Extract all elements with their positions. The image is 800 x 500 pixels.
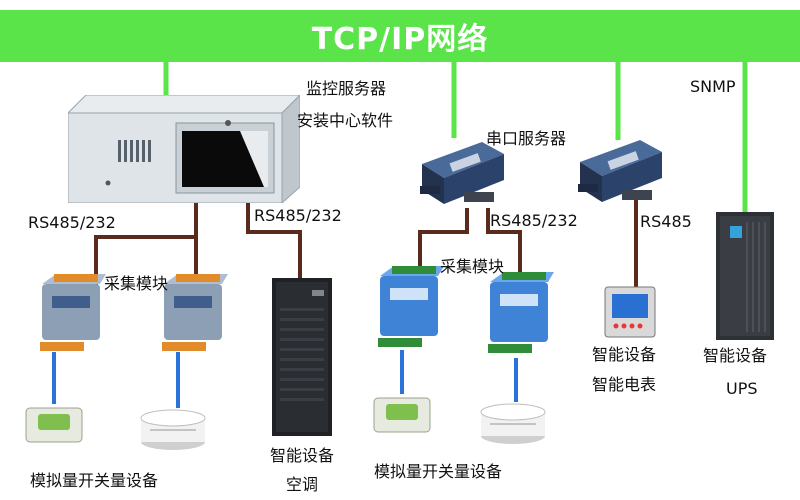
rs485-232-ac-label: RS485/232 — [254, 206, 342, 225]
tcpip-network-banner: TCP/IP网络 — [0, 10, 800, 62]
rs485-232-left-label: RS485/232 — [28, 213, 116, 232]
serial-server-1-icon — [420, 142, 504, 204]
monitor-server-software-label: 安装中心软件 — [297, 111, 394, 130]
smart-device-meter-label: 智能设备 — [592, 345, 657, 364]
acq-module-mid-label: 采集模块 — [440, 257, 505, 276]
smoke-detector-1-icon — [140, 409, 206, 450]
smart-device-ups-type-label: UPS — [726, 379, 758, 398]
bus-wire-ac — [246, 198, 302, 282]
smart-device-ups-label: 智能设备 — [703, 346, 768, 365]
monitor-server-icon — [68, 95, 300, 203]
acq-module-1-icon — [40, 274, 106, 351]
acq-module-4-icon — [488, 272, 554, 353]
analog-switch-device-mid-label: 模拟量开关量设备 — [374, 462, 503, 481]
smart-meter-icon — [604, 286, 656, 338]
smart-device-meter-type-label: 智能电表 — [592, 375, 657, 394]
network-title: TCP/IP网络 — [311, 22, 489, 57]
snmp-label: SNMP — [690, 77, 736, 96]
bus-wire-module-3 — [418, 208, 469, 266]
analog-switch-device-left-label: 模拟量开关量设备 — [30, 471, 159, 490]
smart-device-ac-label: 智能设备 — [270, 446, 335, 465]
acq-module-left-label: 采集模块 — [104, 274, 169, 293]
smart-device-ac-type-label: 空调 — [286, 475, 319, 494]
smoke-detector-2-icon — [480, 403, 546, 444]
bus-wire-module-4 — [486, 208, 522, 272]
air-conditioner-icon — [272, 278, 332, 436]
acq-module-2-icon — [162, 274, 228, 351]
analog-sensor-1-icon — [25, 407, 83, 443]
rs485-232-mid-label: RS485/232 — [490, 211, 578, 230]
rs485-label: RS485 — [640, 212, 692, 231]
monitor-server-label: 监控服务器 — [306, 79, 387, 98]
analog-sensor-2-icon — [373, 397, 431, 433]
serial-server-label: 串口服务器 — [486, 129, 567, 148]
serial-server-2-icon — [578, 140, 662, 202]
ups-icon — [716, 212, 774, 340]
acq-module-3-icon — [378, 266, 444, 347]
